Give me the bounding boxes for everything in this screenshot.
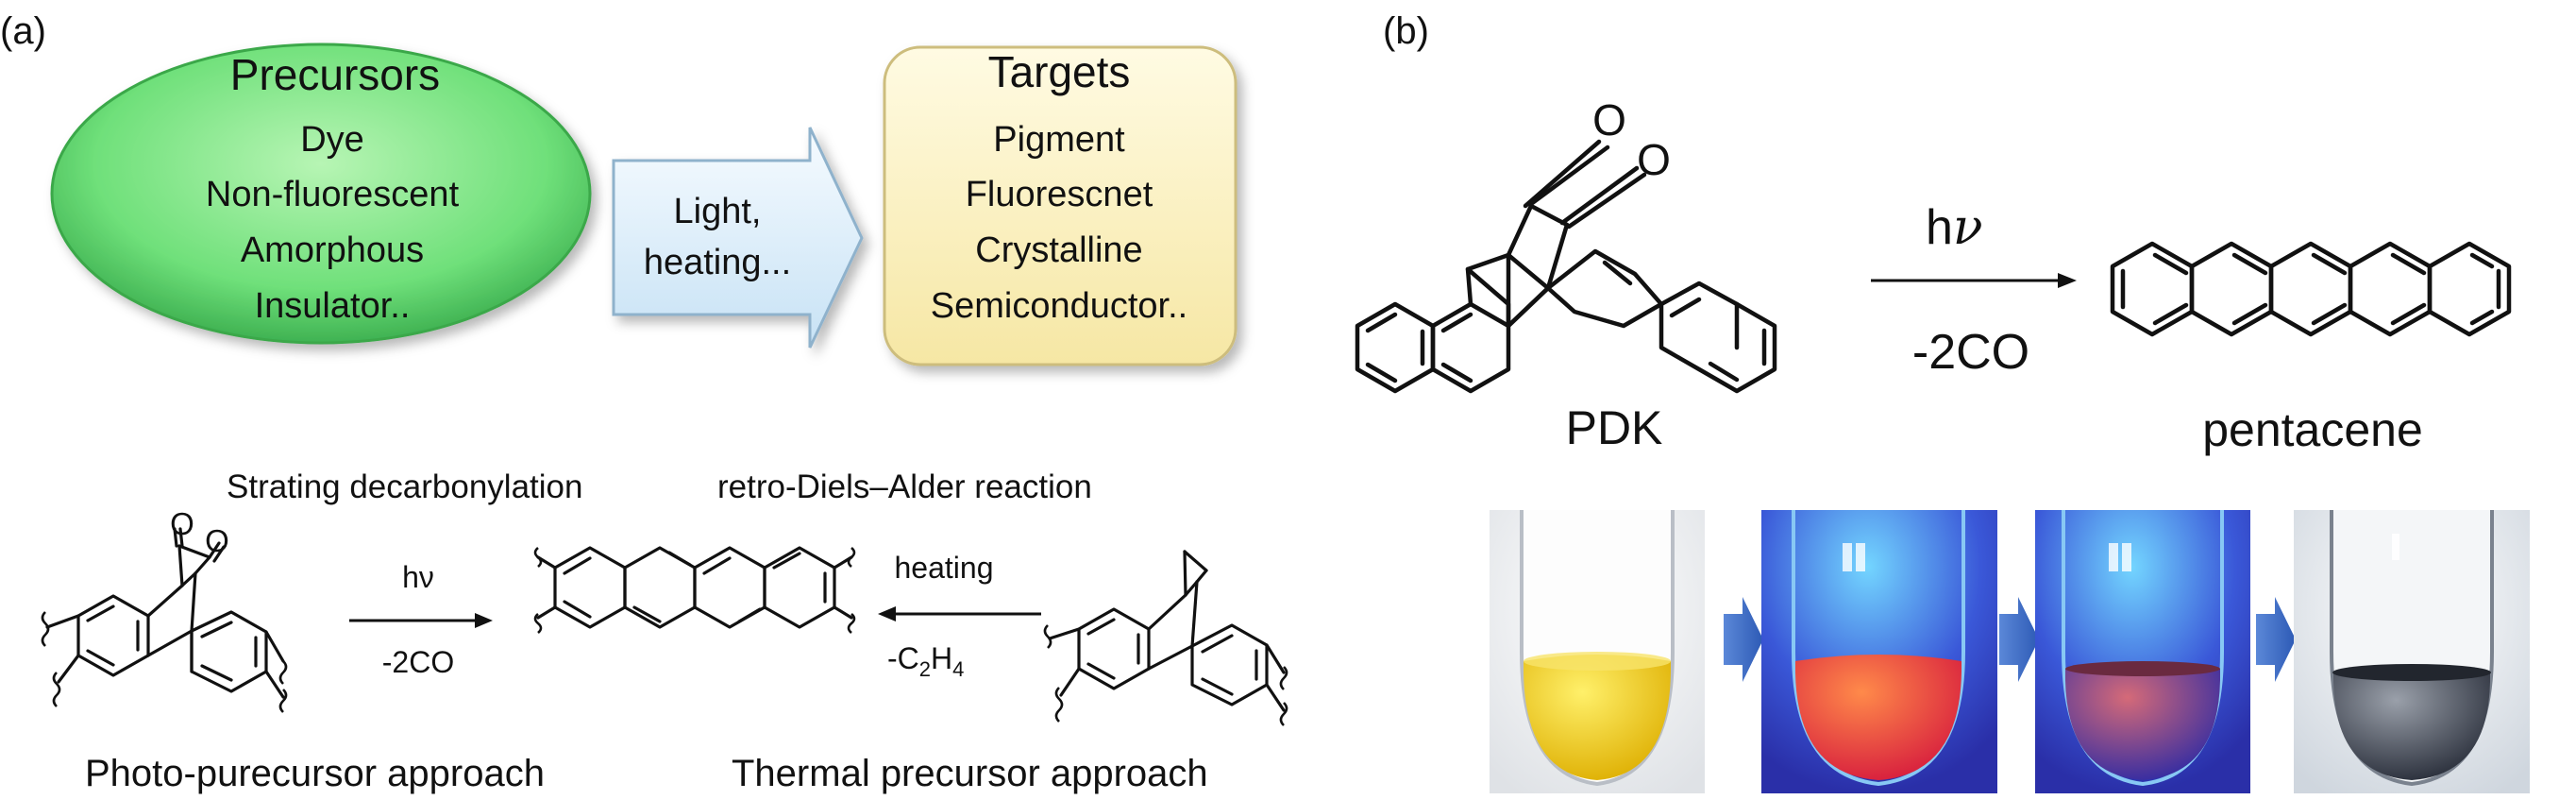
oxygen-atom: O [1592, 95, 1626, 145]
acene-product-structure [536, 546, 853, 629]
targets-box: Targets Pigment Fluorescnet Crystalline … [883, 45, 1237, 366]
photo-red-fluorescent-solution [1761, 510, 1997, 793]
targets-title: Targets [988, 47, 1131, 96]
precursors-item: Non-fluorescent [206, 175, 460, 214]
thermal-condition-top: heating [895, 551, 994, 585]
pdk-label: PDK [1566, 401, 1663, 454]
photo-condition-bottom: -2CO [382, 645, 454, 679]
photo-precursor-structure [45, 527, 285, 699]
precursors-ellipse: Precursors Dye Non-fluorescent Amorphous… [50, 43, 592, 345]
light-heating-arrow: Light, heating... [612, 127, 864, 349]
thermal-precursor-structure [1048, 550, 1286, 712]
pentacene-label: pentacene [2202, 403, 2423, 456]
targets-item: Crystalline [975, 230, 1142, 270]
precursors-item: Dye [300, 120, 364, 160]
arrow-label-line: Light, [674, 192, 762, 231]
thermal-condition-bottom: -C2H4 [887, 641, 964, 681]
panel-b-label: (b) [1383, 10, 1429, 52]
photo-arrow [2256, 597, 2296, 682]
wavy-bonds [41, 611, 288, 713]
targets-item: Fluorescnet [966, 175, 1153, 214]
photo-dark-grey-solution [2294, 510, 2530, 793]
photo-approach-caption: Photo-purecursor approach [85, 753, 545, 794]
targets-item: Pigment [993, 120, 1125, 160]
wavy-bonds [533, 547, 856, 634]
thermal-approach-caption: Thermal precursor approach [732, 753, 1208, 794]
photo-yellow-solution [1490, 510, 1705, 793]
precursors-item: Insulator.. [255, 286, 411, 326]
hv-condition: hν [1926, 199, 1983, 256]
pdk-structure [1355, 139, 1777, 394]
pdk-to-pentacene-arrow [1871, 273, 2077, 288]
photo-purple-solution [2035, 510, 2250, 793]
oxygen-atom: O [1637, 135, 1671, 184]
precursors-title: Precursors [230, 50, 440, 99]
minus-2co-condition: -2CO [1912, 325, 2029, 380]
photo-reaction-arrow [349, 613, 493, 628]
targets-item: Semiconductor.. [931, 286, 1187, 326]
photo-condition-top: hν [402, 560, 434, 594]
arrow-label-line: heating... [644, 243, 791, 282]
precursors-item: Amorphous [241, 230, 424, 270]
photo-approach-title: Strating decarbonylation [227, 468, 582, 505]
photo-arrow [1724, 597, 1763, 682]
thermal-reaction-arrow [878, 606, 1041, 621]
oxygen-atom: O [205, 523, 229, 558]
photo-arrow [1999, 597, 2039, 682]
panel-a-label: (a) [0, 10, 46, 52]
thermal-approach-title: retro-Diels–Alder reaction [717, 468, 1092, 505]
pentacene-structure [2110, 241, 2512, 337]
wavy-bonds [1043, 624, 1288, 726]
oxygen-atom: O [170, 506, 194, 541]
